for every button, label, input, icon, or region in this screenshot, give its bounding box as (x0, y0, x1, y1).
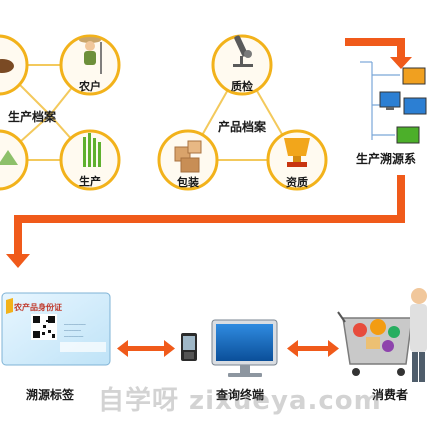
trophy-icon (284, 138, 310, 167)
farmer-label: 农户 (79, 80, 101, 93)
trace-system-label: 生产溯源系 (356, 152, 417, 166)
shield-icon (6, 298, 13, 314)
shopping-cart-icon (337, 311, 413, 376)
production-records-label: 生产档案 (8, 110, 57, 124)
node-field-partial (0, 129, 29, 191)
cattle-icon (0, 59, 14, 73)
arrow-terminal-consumer (287, 340, 339, 357)
node-inspection (211, 34, 273, 96)
watermark-text: 自学呀 zixueya.com (98, 386, 382, 416)
packaging-label: 包装 (177, 176, 199, 189)
computer-icon (379, 67, 427, 144)
qr-pattern (33, 316, 55, 338)
trace-system-network (360, 61, 427, 144)
node-farmer (59, 34, 121, 96)
query-terminal-label: 查询终端 (215, 388, 265, 402)
field-icon (0, 150, 18, 165)
mobile-phone-icon (181, 333, 197, 361)
node-qualification (266, 129, 328, 191)
farmer-icon (79, 37, 102, 74)
microscope-icon (233, 35, 253, 67)
consumer (337, 288, 427, 382)
card-line-1: ————————— (64, 322, 86, 327)
query-terminal (181, 319, 278, 377)
arrow-label-terminal (117, 340, 175, 357)
boxes-icon (174, 140, 202, 173)
card-line-3: ———————— (64, 334, 84, 339)
inspection-label: 质检 (231, 80, 253, 93)
node-produce (59, 129, 121, 191)
trace-label-card (1, 292, 111, 366)
monitor-icon (211, 319, 278, 377)
qualification-label: 资质 (286, 176, 308, 189)
flow-arrows (6, 38, 412, 357)
node-farm-partial (0, 34, 29, 96)
arrow-to-trace-label (6, 175, 405, 268)
arrow-to-trace-system (345, 38, 412, 69)
product-records-label: 产品档案 (217, 120, 267, 134)
consumer-label: 消费者 (371, 388, 409, 402)
card-line-2: ——————— (64, 328, 81, 333)
produce-label: 生产 (79, 175, 101, 188)
person-icon (410, 288, 427, 382)
crops-icon (83, 133, 101, 167)
card-title: 农产品身份证 (14, 303, 62, 312)
trace-label-label: 溯源标签 (25, 388, 75, 402)
node-packaging (157, 129, 219, 191)
